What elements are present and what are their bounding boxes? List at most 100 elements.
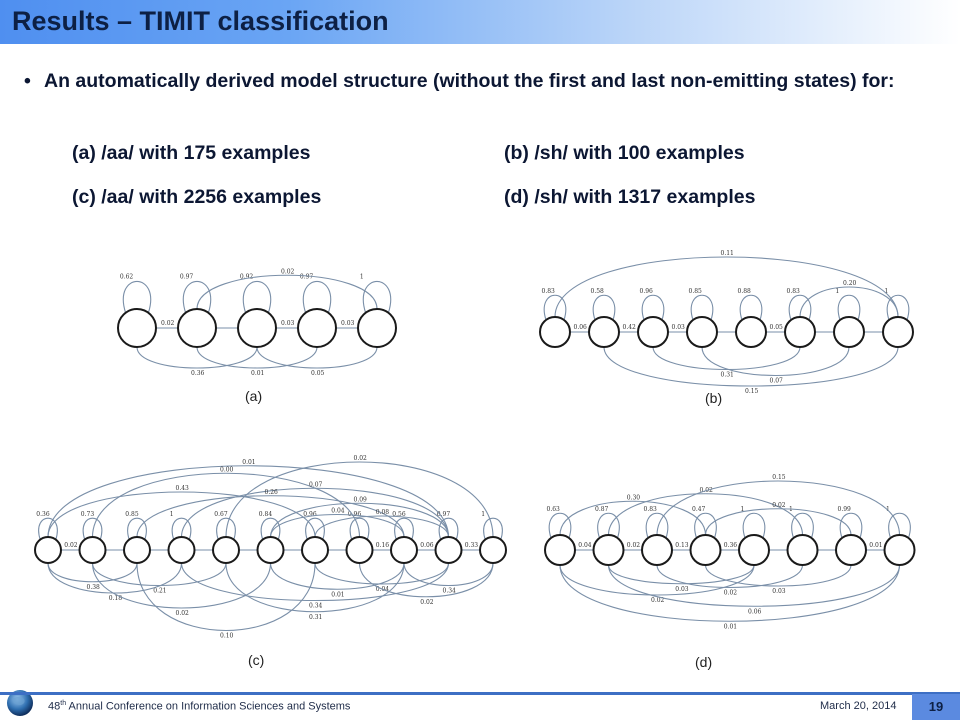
- c-state-node: [479, 536, 507, 564]
- c-state-node: [167, 536, 196, 564]
- b-skip-arc-bottom: [652, 346, 801, 370]
- a-state-node: [117, 308, 157, 348]
- c-self-loop-label: 0.84: [259, 511, 273, 518]
- case-b-label: (b) /sh/ with 100 examples: [504, 142, 745, 164]
- d-skip-arc-bottom: [559, 564, 901, 622]
- d-skip-arc-bottom-label: 0.02: [724, 590, 738, 597]
- c-skip-arc-top-label: 0.26: [265, 489, 279, 496]
- c-skip-arc-bottom: [91, 562, 227, 587]
- b-self-loop-label: 0.83: [787, 288, 801, 295]
- a-skip-arc-top: [196, 274, 378, 310]
- title-bar: Results – TIMIT classification: [0, 0, 960, 44]
- b-skip-arc-bottom: [701, 346, 850, 376]
- c-skip-arc-top: [136, 495, 405, 538]
- b-self-loop: [592, 294, 616, 321]
- b-self-loop-label: 0.83: [542, 288, 556, 295]
- d-skip-arc-top-label: 0.02: [772, 502, 786, 509]
- c-skip-arc-bottom: [269, 562, 405, 590]
- case-d-label: (d) /sh/ with 1317 examples: [504, 186, 756, 208]
- footer-rule: [0, 692, 960, 695]
- d-state-node: [738, 534, 770, 566]
- d-state-node: [786, 534, 819, 566]
- d-state-node: [544, 534, 576, 566]
- b-state-node: [588, 316, 620, 348]
- c-skip-arc-top-label: 0.01: [242, 459, 255, 466]
- a-skip-arc-bottom: [136, 346, 258, 369]
- c-self-loop: [38, 517, 58, 540]
- d-skip-arc-bottom-label: 0.03: [772, 588, 786, 595]
- b-self-loop-label: 0.96: [640, 288, 654, 295]
- c-self-loop-label: 0.97: [437, 511, 451, 518]
- bullet-dot: •: [24, 70, 31, 92]
- a-forward-label: 0.03: [281, 320, 295, 327]
- d-self-loop: [839, 512, 863, 539]
- c-skip-arc-top: [269, 513, 405, 538]
- a-self-loop-label: 0.97: [180, 274, 194, 281]
- conference-ordinal: th: [60, 700, 67, 707]
- conference-number: 48: [48, 700, 61, 713]
- b-self-loop: [788, 294, 812, 321]
- b-state-node: [784, 316, 816, 348]
- d-forward-label: 0.13: [675, 542, 689, 549]
- caption-c: (c): [248, 652, 265, 668]
- c-state-node: [390, 536, 418, 564]
- b-forward-label: 0.42: [623, 324, 637, 331]
- a-self-loop-label: 0.92: [240, 274, 254, 281]
- a-skip-arc-bottom-label: 0.01: [251, 370, 264, 377]
- b-state-node: [833, 316, 865, 348]
- b-forward-label: 0.06: [574, 324, 588, 331]
- page-number: 19: [912, 694, 960, 720]
- c-forward-label: 0.33: [465, 542, 479, 549]
- c-self-loop: [305, 517, 325, 540]
- c-skip-arc-bottom: [403, 562, 494, 586]
- a-state-node: [297, 308, 337, 348]
- d-skip-arc-bottom-label: 0.03: [675, 586, 689, 593]
- d-skip-arc-bottom: [656, 564, 804, 588]
- c-self-loop-label: 0.96: [303, 511, 317, 518]
- a-self-loop-label: 1: [360, 274, 364, 281]
- d-state-node: [641, 534, 673, 566]
- c-self-loop: [216, 517, 236, 540]
- c-skip-arc-top-label: 0.00: [220, 466, 234, 473]
- b-state-node: [637, 316, 669, 348]
- c-skip-arc-bottom: [314, 562, 450, 585]
- bullet-text: An automatically derived model structure…: [44, 70, 895, 92]
- a-skip-arc-bottom: [256, 346, 378, 369]
- b-skip-arc-bottom: [603, 346, 899, 387]
- c-skip-arc-bottom: [91, 562, 272, 609]
- d-state-node: [883, 534, 916, 566]
- c-skip-arc-bottom-label: 0.02: [176, 610, 190, 617]
- c-state-node: [434, 536, 463, 564]
- slide-title: Results – TIMIT classification: [12, 6, 389, 36]
- c-forward-label: 0.02: [64, 542, 78, 549]
- b-state-node: [686, 316, 718, 348]
- c-skip-arc-bottom-label: 0.31: [309, 614, 322, 621]
- d-skip-arc-top: [704, 508, 852, 536]
- d-skip-arc-top-label: 0.30: [627, 494, 641, 501]
- b-self-loop-label: 1: [836, 288, 840, 295]
- d-skip-arc-bottom-label: 0.02: [651, 597, 665, 604]
- b-self-loop: [690, 294, 714, 321]
- b-skip-arc-bottom-label: 0.31: [721, 372, 734, 379]
- c-skip-arc-bottom: [180, 562, 450, 602]
- footer: 48th Annual Conference on Information Sc…: [0, 692, 960, 720]
- c-skip-arc-bottom: [136, 562, 316, 631]
- c-skip-arc-top-label: 0.02: [354, 455, 368, 462]
- c-skip-arc-top-label: 0.04: [331, 508, 345, 515]
- c-skip-arc-top: [225, 461, 494, 538]
- b-skip-arc-top: [554, 256, 899, 318]
- c-self-loop: [483, 517, 503, 540]
- b-state-node: [539, 316, 571, 348]
- b-skip-arc-top-label: 0.11: [721, 250, 734, 257]
- c-skip-arc-bottom-label: 0.01: [331, 591, 344, 598]
- d-skip-arc-top: [656, 480, 901, 536]
- b-state-node: [882, 316, 914, 348]
- b-self-loop-label: 0.58: [591, 288, 605, 295]
- caption-d: (d): [695, 654, 713, 670]
- case-a-label: (a) /aa/ with 175 examples: [72, 142, 311, 164]
- c-skip-arc-top-label: 0.07: [309, 481, 323, 488]
